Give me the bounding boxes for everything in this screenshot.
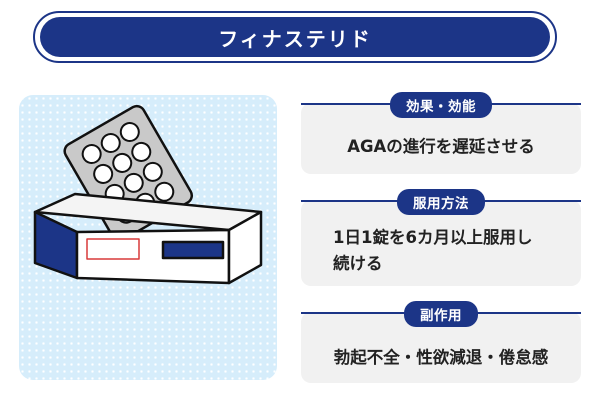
side-effects-heading: 副作用	[404, 301, 478, 327]
side-effects-text: 勃起不全・性欲減退・倦怠感	[333, 348, 549, 367]
page-title: フィナステリド	[218, 26, 372, 51]
medicine-box-icon	[33, 192, 263, 285]
title-banner: フィナステリド	[33, 11, 557, 63]
pill-box-illustration	[33, 104, 263, 285]
effect-card: 効果・効能 AGAの進行を遅延させる	[301, 92, 581, 174]
effect-text: AGAの進行を遅延させる	[347, 137, 535, 156]
dosage-heading: 服用方法	[397, 189, 485, 215]
effect-heading: 効果・効能	[390, 92, 492, 118]
medicine-illustration	[19, 95, 277, 380]
dosage-card: 服用方法 1日1錠を6カ月以上服用し 続ける	[301, 189, 581, 286]
title-pill: フィナステリド	[40, 17, 550, 57]
dosage-text: 1日1錠を6カ月以上服用し 続ける	[333, 228, 533, 273]
side-effects-card: 副作用 勃起不全・性欲減退・倦怠感	[301, 301, 581, 383]
